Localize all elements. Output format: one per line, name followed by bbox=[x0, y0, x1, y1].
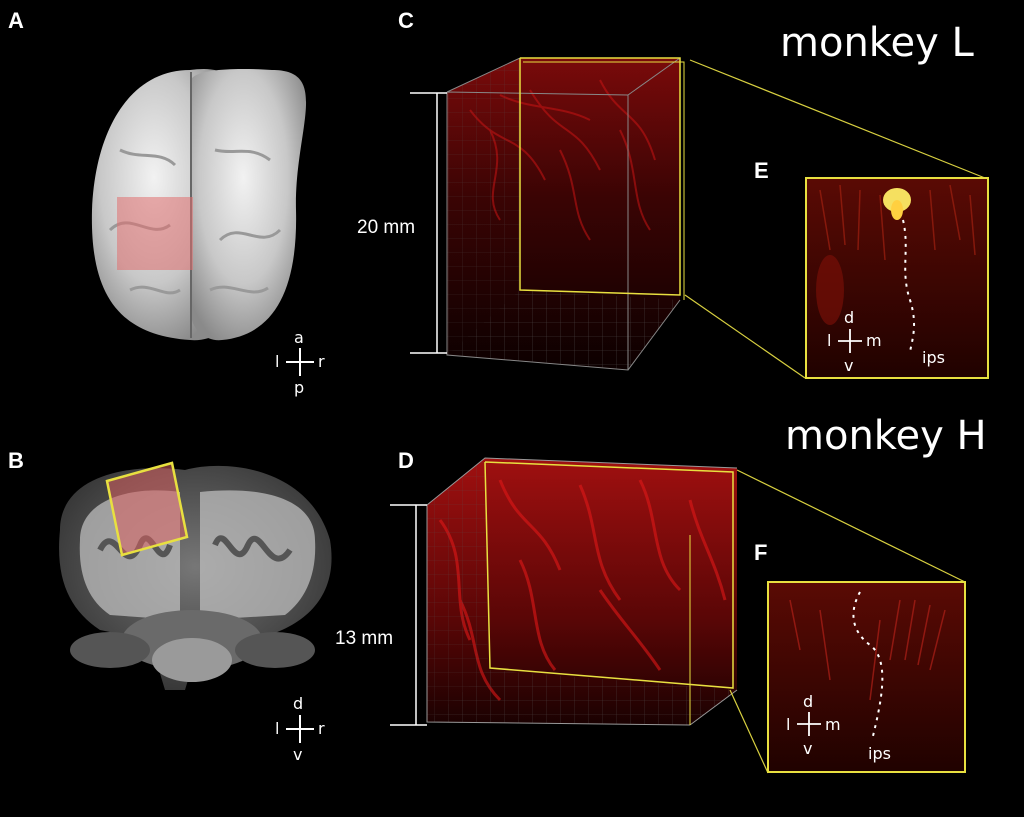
ori-bottom-right: r bbox=[318, 719, 325, 738]
ori-top-up: a bbox=[294, 328, 304, 347]
panel-label-e: E bbox=[754, 158, 769, 183]
ori-f-down: v bbox=[803, 739, 813, 758]
ori-top-left: l bbox=[275, 352, 280, 371]
orientation-cross-bottom bbox=[286, 715, 314, 743]
inset-f bbox=[767, 581, 966, 773]
scale-label-d: 13 mm bbox=[335, 628, 394, 649]
title-monkey-h: monkey H bbox=[785, 413, 987, 459]
ori-bottom-down: v bbox=[293, 745, 303, 764]
ori-e-up: d bbox=[844, 308, 855, 327]
title-monkey-l: monkey L bbox=[780, 20, 974, 66]
zoom-lines-e bbox=[684, 59, 986, 379]
panel-label-d: D bbox=[398, 448, 414, 473]
brain-coronal-slice bbox=[59, 461, 332, 690]
ori-bottom-left: l bbox=[275, 719, 280, 738]
sulcus-label-f: ips bbox=[868, 744, 891, 763]
roi-box-top bbox=[117, 197, 193, 270]
panel-label-f: F bbox=[754, 540, 768, 565]
scale-bar-c bbox=[410, 92, 447, 354]
ori-bottom-up: d bbox=[293, 694, 304, 713]
roi-box-coronal bbox=[107, 463, 187, 555]
orientation-cross-top bbox=[286, 348, 314, 376]
ori-e-right: m bbox=[866, 331, 882, 350]
ori-top-right: r bbox=[318, 352, 325, 371]
ori-f-left: l bbox=[786, 715, 791, 734]
roi-outline-coronal bbox=[105, 461, 189, 557]
scale-bar-d bbox=[390, 504, 427, 726]
ori-f-right: m bbox=[825, 715, 841, 734]
panel-label-a: A bbox=[8, 8, 24, 33]
volume-render-d bbox=[426, 457, 738, 726]
zoom-lines-f bbox=[729, 469, 966, 774]
ori-e-down: v bbox=[844, 356, 854, 375]
ori-e-left: l bbox=[827, 331, 832, 350]
scale-label-c: 20 mm bbox=[357, 217, 416, 238]
volume-render-c bbox=[446, 57, 685, 371]
inset-e bbox=[805, 177, 989, 379]
panel-label-c: C bbox=[398, 8, 414, 33]
ori-f-up: d bbox=[803, 692, 814, 711]
sulcus-trace-e bbox=[902, 219, 916, 353]
brain-top-view bbox=[91, 68, 307, 341]
ori-top-down: p bbox=[294, 378, 305, 397]
sulcus-label-e: ips bbox=[922, 348, 945, 367]
panel-label-b: B bbox=[8, 448, 24, 473]
